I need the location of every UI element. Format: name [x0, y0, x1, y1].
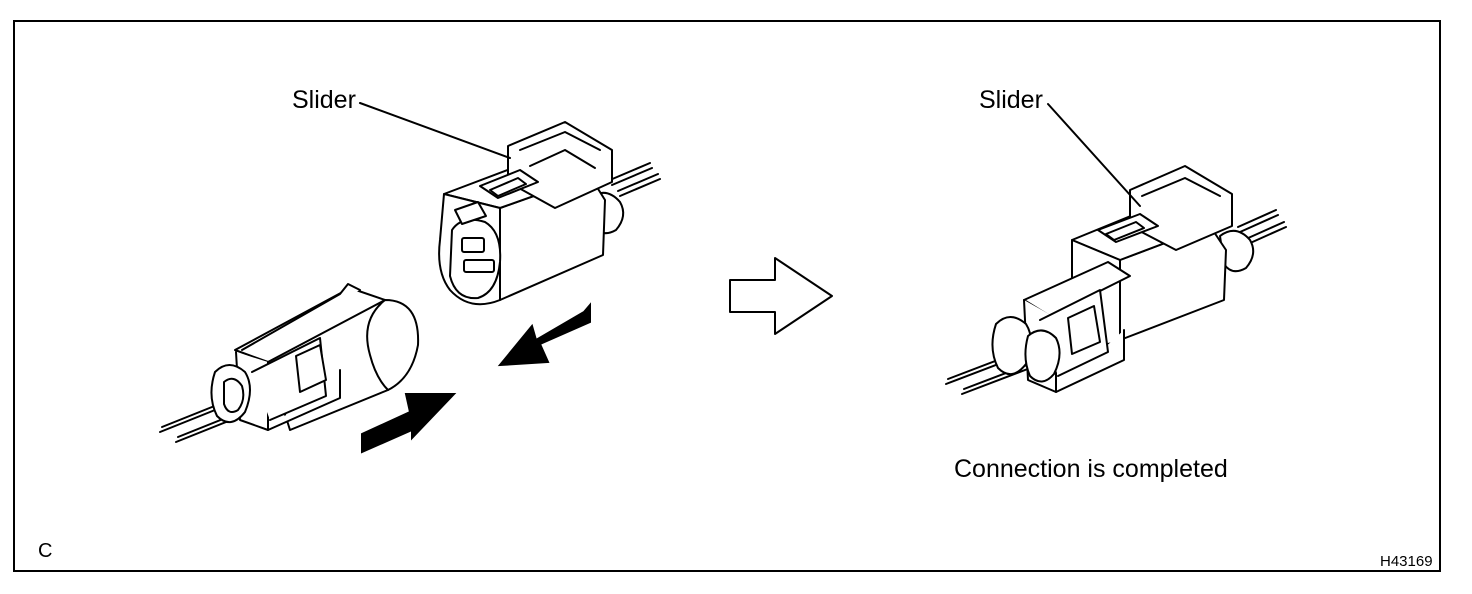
figure-code: H43169 — [1380, 553, 1433, 570]
arrow-left-black-icon — [497, 302, 591, 367]
figure-frame — [13, 20, 1441, 572]
female-connector — [438, 121, 661, 306]
male-connector — [159, 283, 420, 443]
slider-leader-right — [1047, 103, 1141, 207]
arrow-right-outline-icon — [729, 257, 833, 335]
slider-label-left: Slider — [292, 86, 356, 114]
slider-leader-left — [359, 102, 511, 159]
slider-label-right: Slider — [979, 86, 1043, 114]
connection-caption: Connection is completed — [954, 455, 1228, 483]
assembled-connector — [945, 165, 1287, 395]
corner-letter: C — [38, 540, 53, 562]
arrow-right-black-icon — [361, 393, 457, 454]
